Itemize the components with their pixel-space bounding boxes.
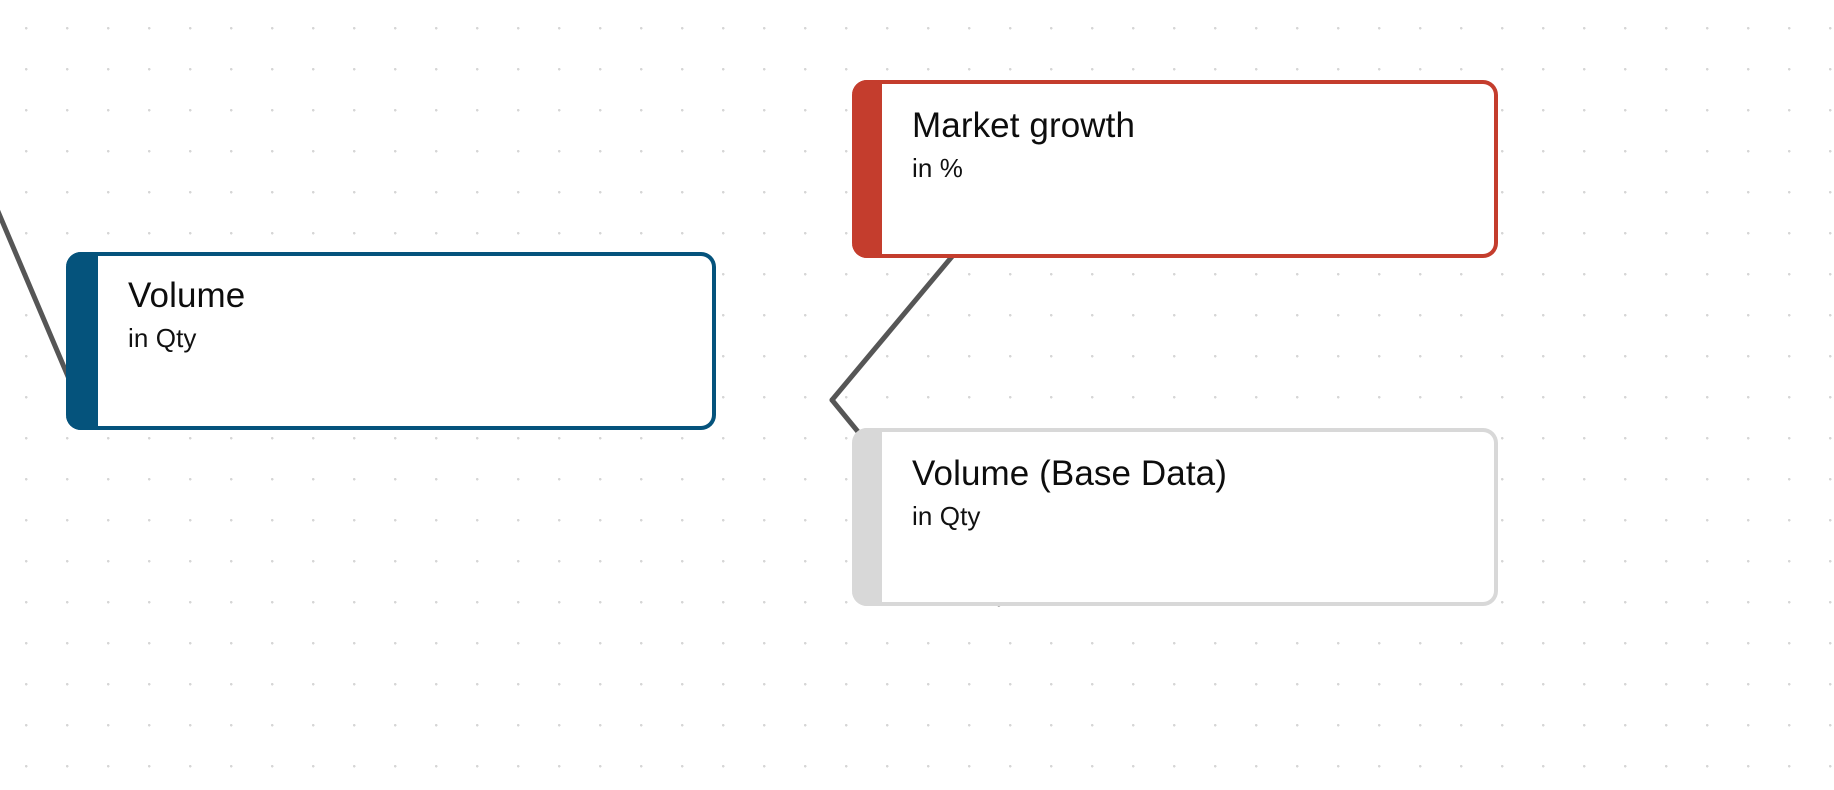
node-volume-title: Volume: [128, 276, 246, 315]
node-market-growth-title: Market growth: [912, 106, 1136, 145]
node-market-growth-accent-bar: [852, 80, 882, 258]
node-market-growth-body: Market growth in %: [882, 84, 1494, 254]
node-volume-base-data-accent-bar: [852, 428, 882, 606]
node-volume-base-data-subtitle: in Qty: [912, 501, 981, 531]
node-market-growth-subtitle: in %: [912, 153, 963, 183]
node-volume-body: Volume in Qty: [98, 256, 712, 426]
node-volume-accent-bar: [66, 252, 98, 430]
node-market-growth[interactable]: Market growth in %: [852, 80, 1498, 258]
node-volume-base-data[interactable]: Volume (Base Data) in Qty: [852, 428, 1498, 606]
node-volume-base-data-title: Volume (Base Data): [912, 454, 1228, 493]
node-volume-subtitle: in Qty: [128, 323, 197, 353]
node-volume-base-data-body: Volume (Base Data) in Qty: [882, 432, 1494, 602]
node-volume[interactable]: Volume in Qty: [66, 252, 716, 430]
